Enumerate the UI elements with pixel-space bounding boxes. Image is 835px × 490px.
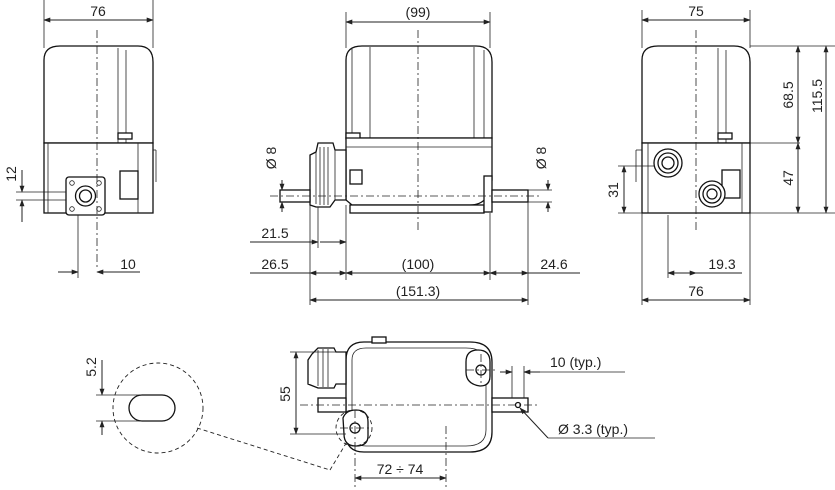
dim-front-body: (100) <box>402 256 435 272</box>
dim-right-width-bottom: 76 <box>688 283 704 299</box>
dim-front-shaft-dia-right: Ø 8 <box>533 147 549 170</box>
left-side-view <box>16 0 157 278</box>
slot-detail-view <box>96 360 349 471</box>
dim-right-offset: 19.3 <box>708 256 735 272</box>
dim-right-total-height: 115.5 <box>809 79 825 113</box>
dim-front-left-ext: 26.5 <box>261 256 288 272</box>
dim-front-shaft-dia-left: Ø 8 <box>263 147 279 170</box>
dim-front-right-ext: 24.6 <box>540 256 567 272</box>
dim-front-width-top: (99) <box>406 4 431 20</box>
dim-top-depth: 55 <box>277 386 293 402</box>
dim-hole-spacing: 10 (typ.) <box>550 354 601 370</box>
dim-right-upper: 68.5 <box>780 81 796 108</box>
top-view <box>290 336 655 490</box>
dim-mount-range: 72 ÷ 74 <box>377 461 424 477</box>
dim-slot-width: 5.2 <box>83 357 99 377</box>
dim-right-shaft-height: 31 <box>605 182 621 198</box>
dim-right-width-top: 75 <box>688 3 704 19</box>
dim-left-offset: 10 <box>120 256 136 272</box>
front-view <box>250 12 580 305</box>
dim-right-lower: 47 <box>780 170 796 186</box>
dim-front-gland: 21.5 <box>261 225 288 241</box>
dim-left-height: 12 <box>3 166 19 182</box>
dim-front-total: (151.3) <box>396 283 440 299</box>
dim-hole-dia: Ø 3.3 (typ.) <box>558 421 628 437</box>
right-side-view <box>618 10 835 305</box>
dim-left-width: 76 <box>90 3 106 19</box>
